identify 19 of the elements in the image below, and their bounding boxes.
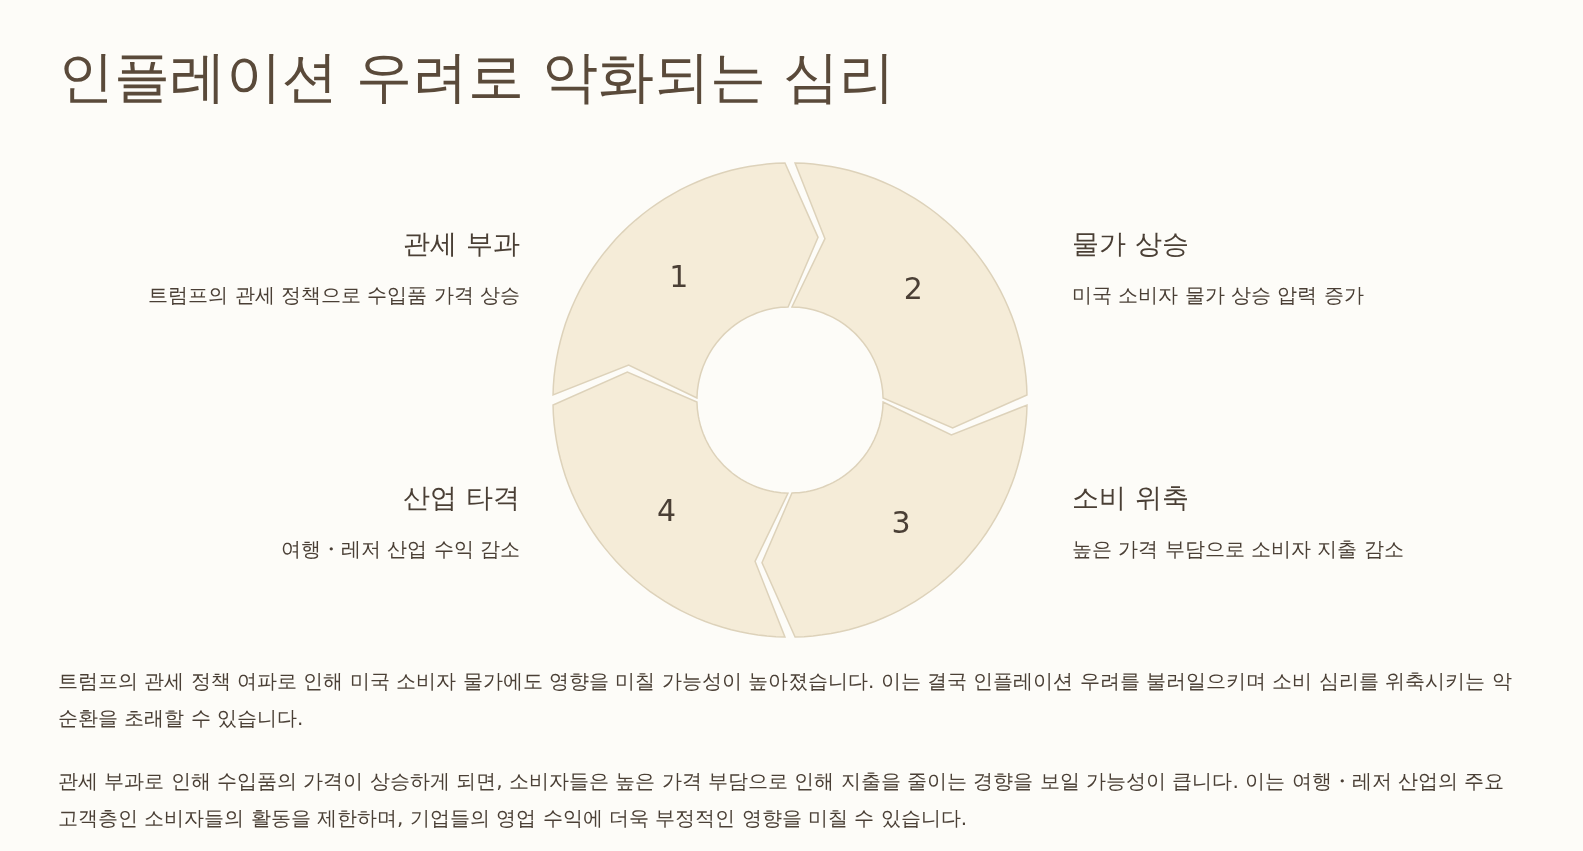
step-heading: 산업 타격 <box>403 482 520 515</box>
step-description: 여행・레저 산업 수익 감소 <box>280 537 520 561</box>
cycle-segment <box>552 370 790 638</box>
step-heading: 물가 상승 <box>1072 228 1189 261</box>
paragraph: 관세 부과로 인해 수입품의 가격이 상승하게 되면, 소비자들은 높은 가격 부담으로 인해 지출을 줄이는 경향을 보일 가능성이 큽니다. 이는 여행・레저 산업의 주요 고객층인 소비자들의 활동을 제한하며, 기업들의 영업 수익에 더욱 부정적인 영향을 미칠 수 있습니다. <box>58 768 1506 832</box>
cycle-segment <box>552 162 820 400</box>
step-number: 2 <box>903 273 923 304</box>
step-number: 3 <box>891 508 911 539</box>
step-description: 높은 가격 부담으로 소비자 지출 감소 <box>1072 537 1404 561</box>
cycle-segment <box>760 400 1028 638</box>
title: 인플레이션 우려로 악화되는 심리 <box>58 43 896 111</box>
step-description: 트럼프의 관세 정책으로 수입품 가격 상승 <box>148 283 520 307</box>
step-description: 미국 소비자 물가 상승 압력 증가 <box>1072 283 1364 307</box>
step-heading: 관세 부과 <box>403 228 520 261</box>
step-number: 1 <box>669 261 689 292</box>
cycle-segment <box>790 162 1028 430</box>
step-number: 4 <box>657 496 677 527</box>
paragraph: 트럼프의 관세 정책 여파로 인해 미국 소비자 물가에도 영향을 미칠 가능성이 높아졌습니다. 이는 결국 인플레이션 우려를 불러일으키며 소비 심리를 위축시키는 악순환을 초래할 수 있습니다. <box>58 668 1513 732</box>
step-heading: 소비 위축 <box>1072 482 1189 515</box>
